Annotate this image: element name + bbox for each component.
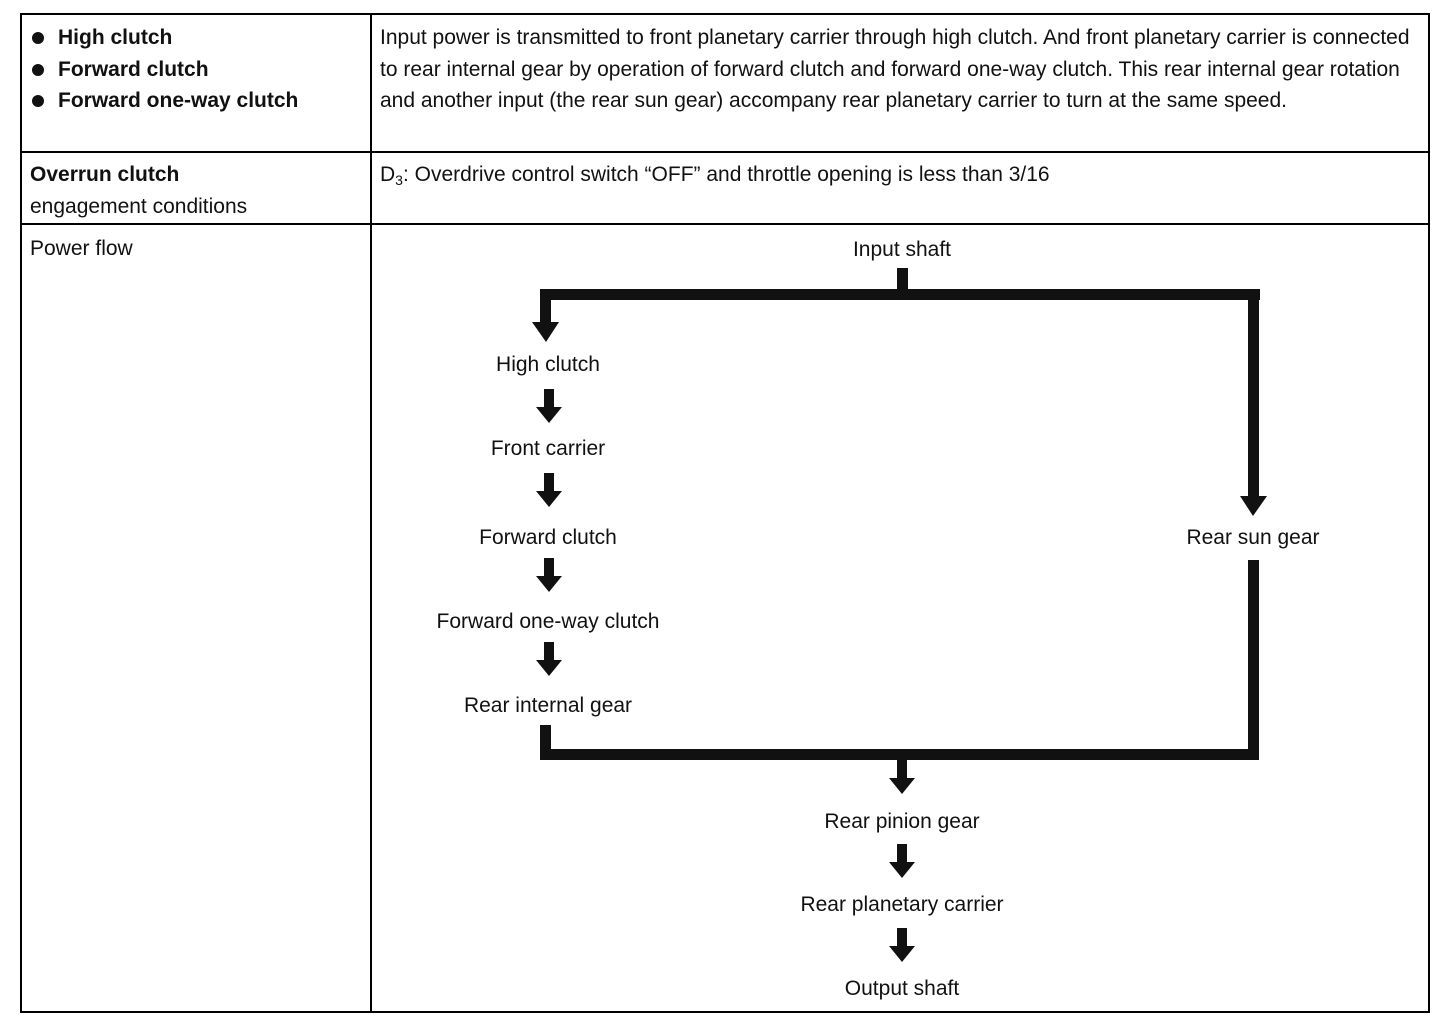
right-drop [1248,289,1259,497]
arrow-pinion-to-carrier [889,844,915,878]
node-input-shaft: Input shaft [853,238,951,261]
overrun-condition-cell: D3: Overdrive control switch “OFF” and t… [380,159,1422,197]
arrow-oneway-to-internal [536,642,562,676]
overrun-label-cell: Overrun clutch engagement conditions [30,159,360,222]
overrun-label-sub: engagement conditions [30,194,248,218]
power-flow-label: Power flow [30,237,133,260]
description-text: Input power is transmitted to front plan… [380,26,1410,112]
clutch-item-forward-one-way: Forward one-way clutch [30,85,360,117]
clutch-list: High clutch Forward clutch Forward one-w… [30,22,360,117]
column-divider [370,13,372,1013]
left-return [540,725,551,760]
node-high-clutch: High clutch [496,353,600,376]
node-output-shaft: Output shaft [845,977,960,1000]
overrun-label-title: Overrun clutch [30,163,180,186]
right-drop-arrowhead [1240,496,1267,516]
overrun-condition-text: : Overdrive control switch “OFF” and thr… [402,163,1050,186]
gear-range-sub: 3 [395,172,403,188]
clutch-list-cell: High clutch Forward clutch Forward one-w… [30,22,360,117]
row-divider-1 [20,151,1430,153]
bottom-bus [540,749,1259,760]
arrow-carrier-to-output [889,928,915,962]
top-bus [540,289,1260,300]
arrow-forward-to-oneway [536,558,562,592]
clutch-item-forward: Forward clutch [30,54,360,86]
node-rear-pinion-gear: Rear pinion gear [824,810,979,833]
arrow-front-to-forward [536,473,562,507]
right-return [1248,560,1259,760]
node-rear-planetary-carrier: Rear planetary carrier [800,893,1003,916]
node-forward-one-way-clutch: Forward one-way clutch [437,610,660,633]
row-divider-2 [20,223,1430,225]
node-rear-internal-gear: Rear internal gear [464,694,632,717]
table-frame [20,13,1430,1013]
arrow-high-to-front [536,389,562,423]
input-stem [897,268,908,296]
left-drop-arrowhead [532,322,559,342]
gear-range-main: D [380,163,396,186]
clutch-item-high: High clutch [30,22,360,54]
left-drop [540,289,551,325]
node-front-carrier: Front carrier [491,437,605,460]
description-cell: Input power is transmitted to front plan… [380,22,1422,117]
node-forward-clutch: Forward clutch [479,526,617,549]
power-flow-label-cell: Power flow [30,233,360,265]
node-rear-sun-gear: Rear sun gear [1186,526,1319,549]
arrow-bus-to-pinion [889,760,915,794]
